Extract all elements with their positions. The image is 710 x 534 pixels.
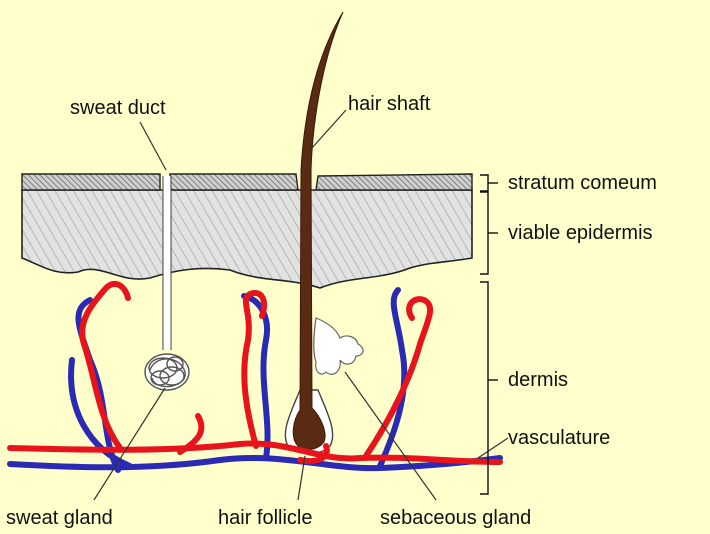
stratum-corneum-label: stratum comeum xyxy=(508,172,657,194)
sweat-duct xyxy=(163,176,171,350)
dermis-label: dermis xyxy=(508,369,568,391)
arteries xyxy=(10,284,500,462)
sebaceous-gland-label: sebaceous gland xyxy=(380,507,531,529)
viable-epidermis-label: viable epidermis xyxy=(508,222,653,244)
sweat-duct-label: sweat duct xyxy=(70,97,166,119)
hair-follicle-label: hair follicle xyxy=(218,507,312,529)
sebaceous-gland xyxy=(314,318,363,374)
sweat-gland-label: sweat gland xyxy=(6,507,113,529)
stratum-corneum-layer xyxy=(22,174,472,190)
viable-epidermis-layer xyxy=(22,190,472,288)
hair-shaft-label: hair shaft xyxy=(348,93,430,115)
vasculature-label: vasculature xyxy=(508,427,610,449)
sweat-gland-coil xyxy=(145,354,189,390)
